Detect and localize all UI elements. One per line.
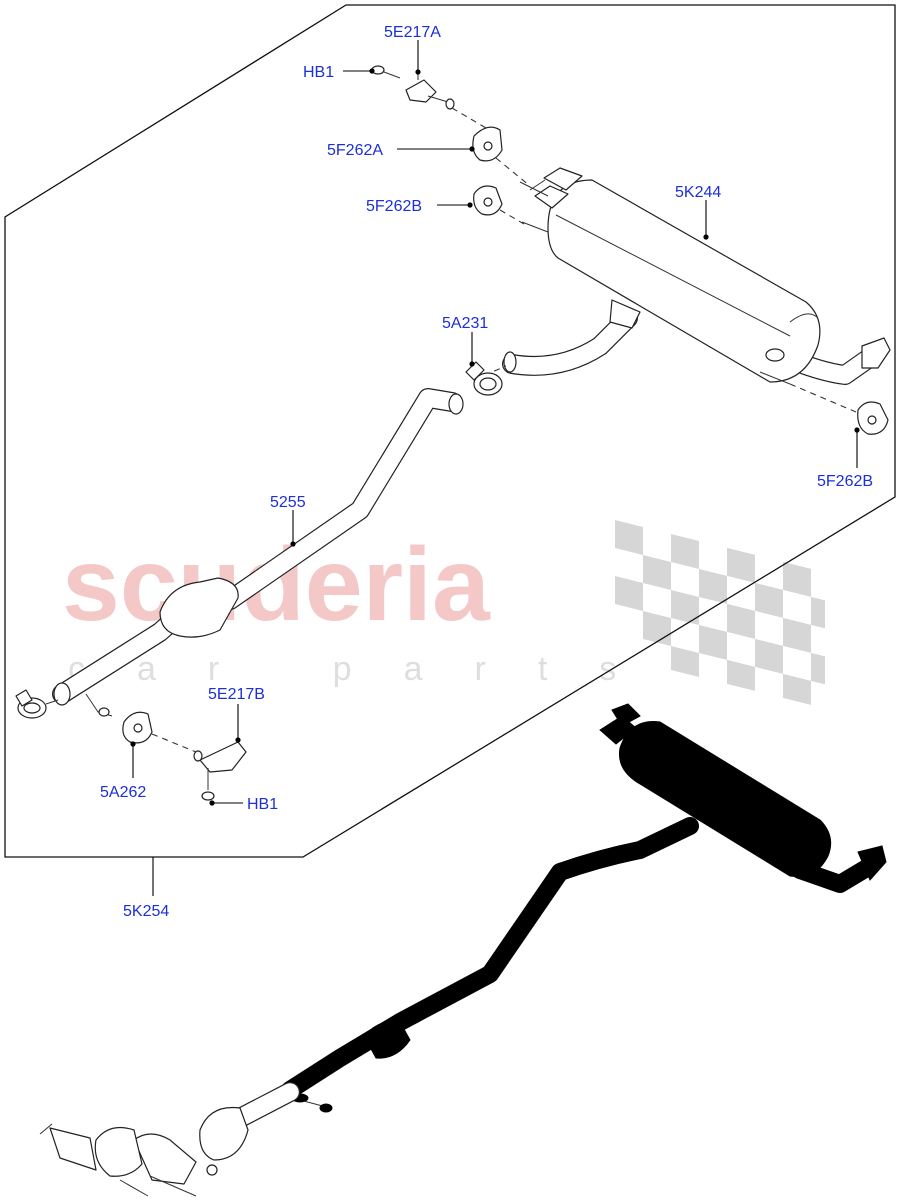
callout-HB1-bottom: HB1 xyxy=(247,796,278,813)
watermark-checker-flag xyxy=(615,520,825,705)
full-exhaust-silhouette xyxy=(281,703,887,1113)
watermark: scuderia car parts xyxy=(62,520,825,705)
callout-5K244: 5K244 xyxy=(675,184,721,201)
callout-5F262A: 5F262A xyxy=(327,142,383,159)
clamp-5A231 xyxy=(465,361,503,396)
insulator-5F262A xyxy=(472,126,531,187)
callout-5F262B-right: 5F262B xyxy=(817,473,873,490)
watermark-tagline: car parts xyxy=(68,650,668,688)
insulator-5F262B-top xyxy=(473,185,525,225)
intermediate-pipe xyxy=(15,299,641,719)
callout-5255: 5255 xyxy=(270,494,306,511)
callout-5F262B-top: 5F262B xyxy=(366,198,422,215)
insulator-5A262 xyxy=(122,711,197,753)
callout-5A262: 5A262 xyxy=(100,784,146,801)
callout-5E217B: 5E217B xyxy=(208,686,265,703)
callout-5A231: 5A231 xyxy=(442,315,488,332)
catalytic-converter xyxy=(39,1082,300,1197)
bracket-5E217A xyxy=(371,65,487,129)
callout-5K254: 5K254 xyxy=(123,903,169,920)
rear-muffler xyxy=(519,167,891,385)
kit-boundary-frame xyxy=(4,4,896,858)
callout-leaders xyxy=(130,40,860,896)
callout-HB1-top: HB1 xyxy=(303,64,334,81)
bracket-5E217B xyxy=(193,730,247,801)
watermark-brand: scuderia xyxy=(62,527,491,643)
insulator-5F262B-right xyxy=(789,383,889,435)
callout-labels: 5E217A HB1 5F262A 5F262B 5K244 5A231 5F2… xyxy=(100,24,873,920)
callout-5E217A: 5E217A xyxy=(384,24,441,41)
